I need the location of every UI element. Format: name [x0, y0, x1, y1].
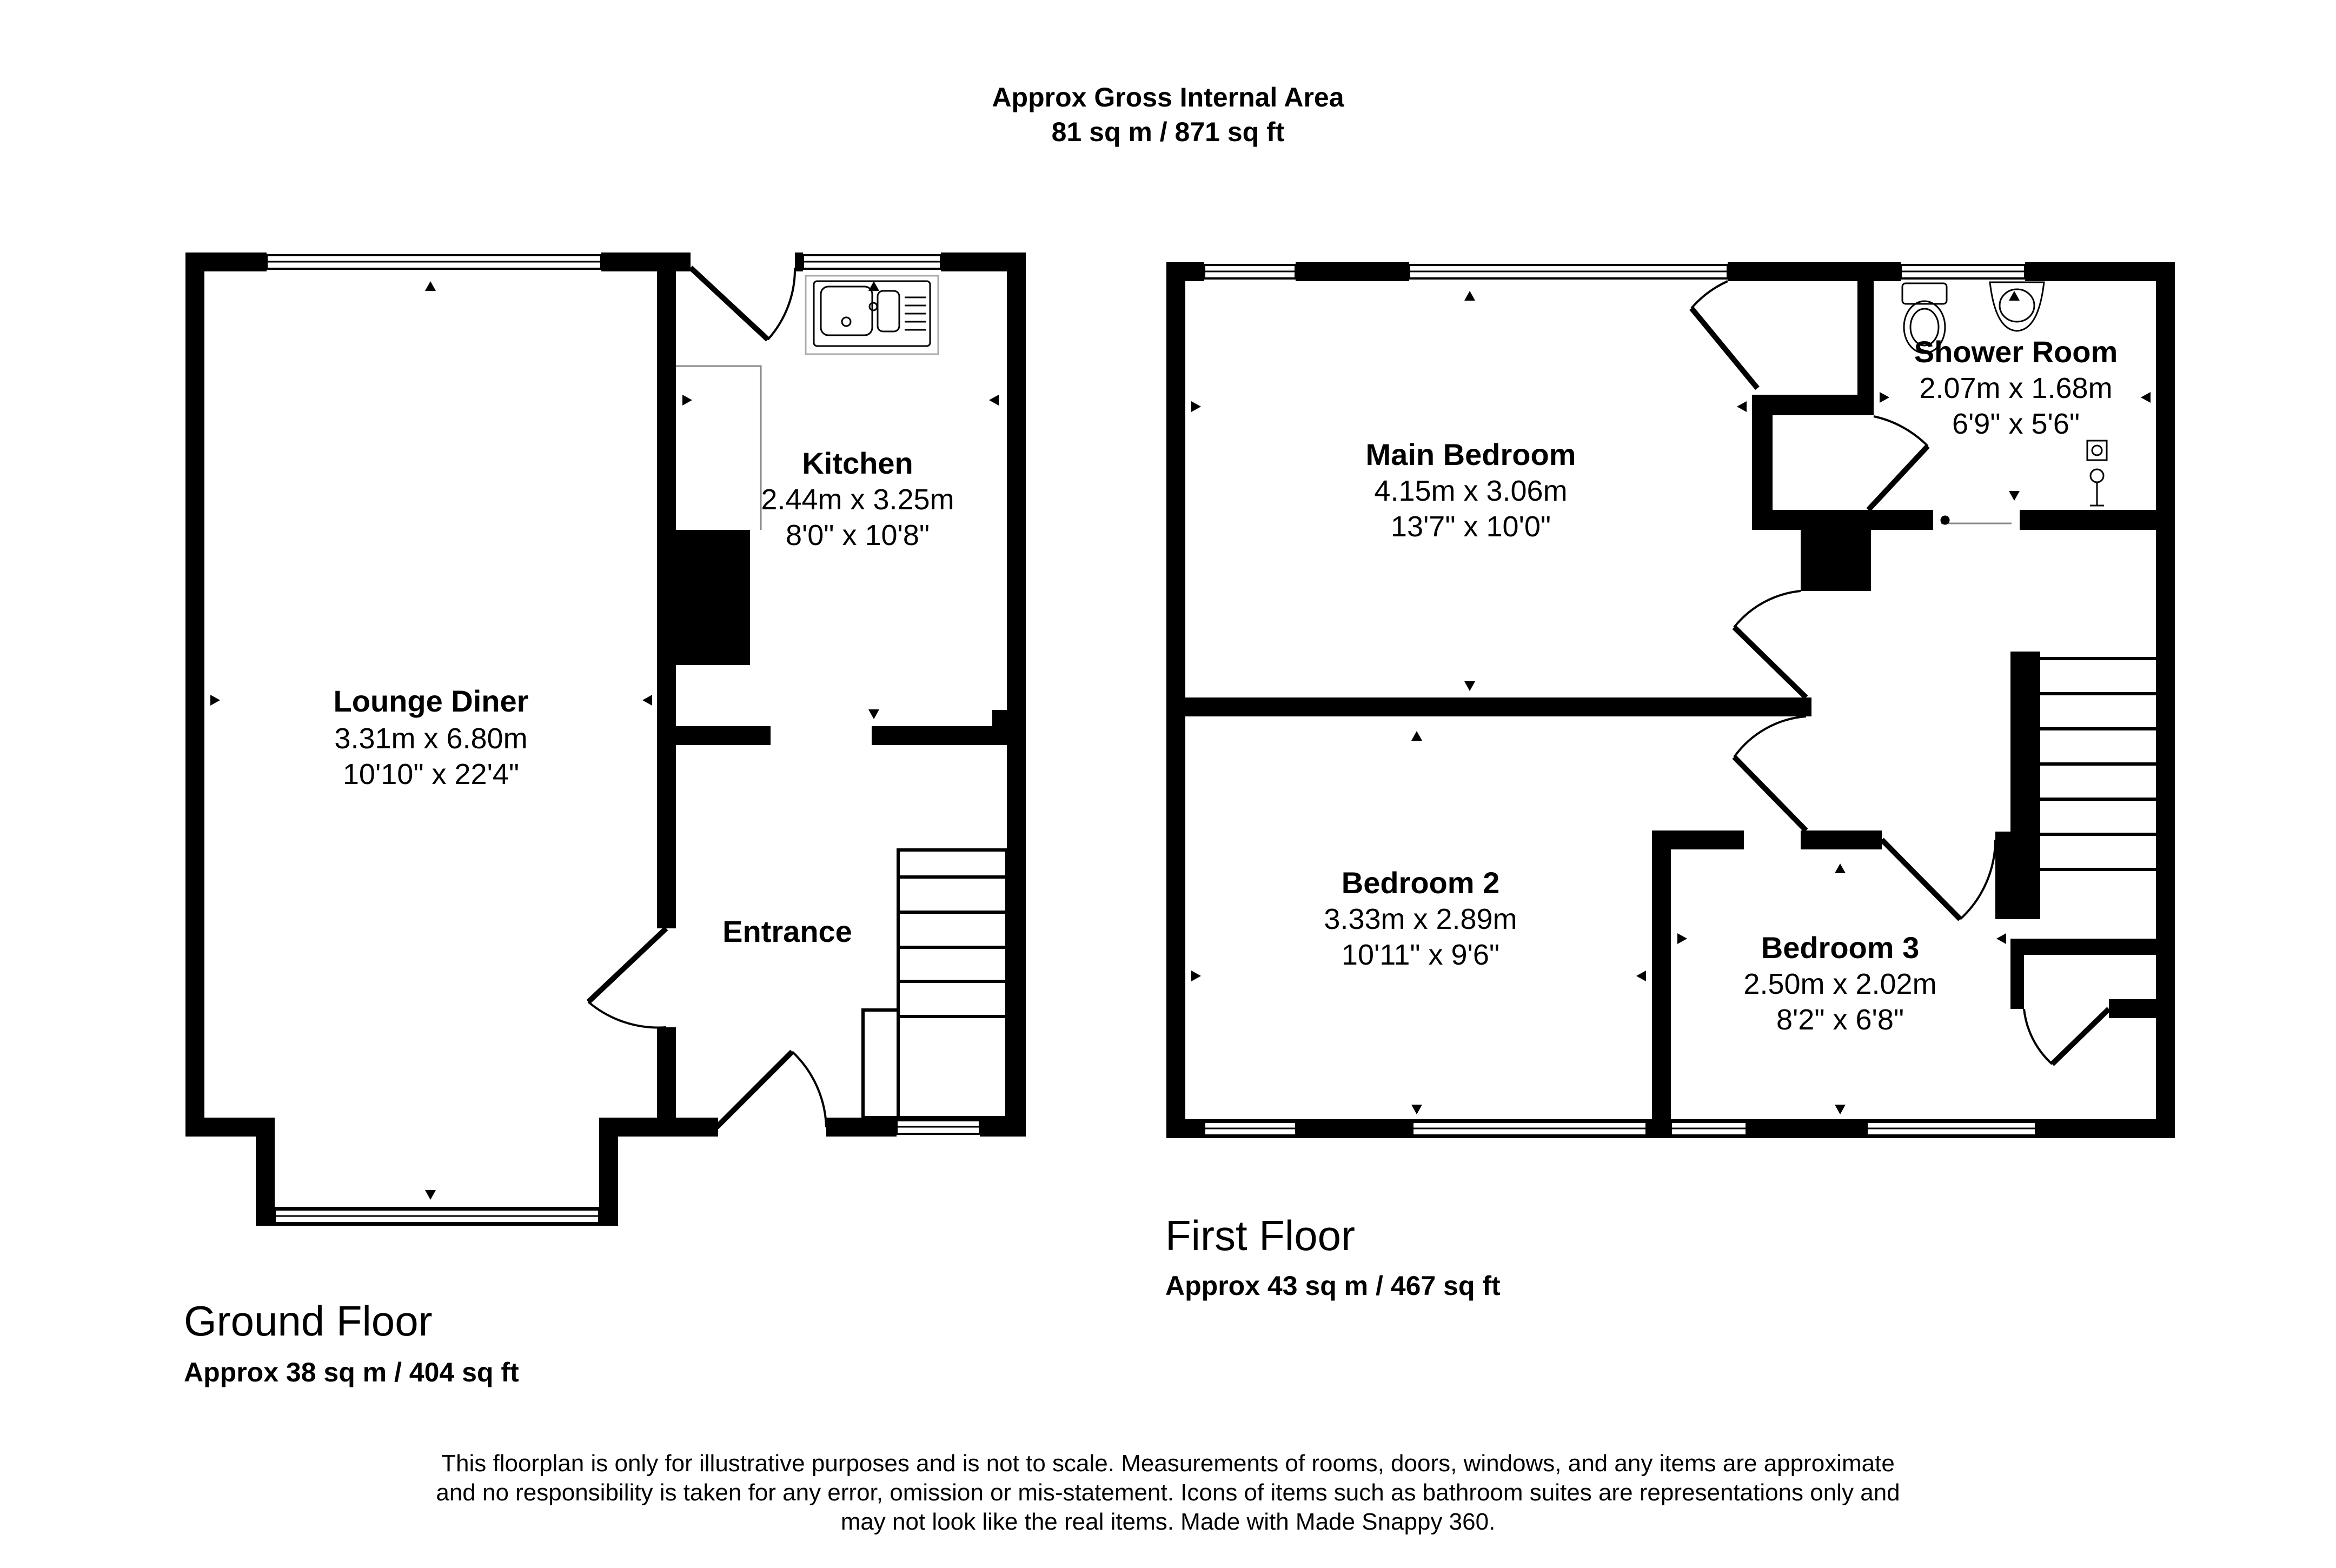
- disclaimer-line-1: This floorplan is only for illustrative …: [441, 1450, 1895, 1477]
- room-imperial-lounge-diner: 10'10" x 22'4": [343, 758, 519, 790]
- room-metric-kitchen: 2.44m x 3.25m: [761, 483, 954, 516]
- room-metric-shower-room: 2.07m x 1.68m: [1919, 372, 2112, 404]
- room-metric-lounge-diner: 3.31m x 6.80m: [334, 722, 527, 755]
- room-metric-bedroom-2: 3.33m x 2.89m: [1324, 903, 1517, 935]
- ground-floor-area: Approx 38 sq m / 404 sq ft: [184, 1357, 519, 1387]
- first-floor-title: First Floor: [1165, 1212, 1355, 1259]
- room-metric-bedroom-3: 2.50m x 2.02m: [1743, 968, 1936, 1000]
- room-imperial-kitchen: 8'0" x 10'8": [786, 519, 930, 552]
- ground-floor-title: Ground Floor: [184, 1297, 433, 1345]
- room-name-bedroom-3: Bedroom 3: [1761, 931, 1920, 965]
- room-name-main-bedroom: Main Bedroom: [1366, 437, 1576, 471]
- room-name-bedroom-2: Bedroom 2: [1342, 866, 1500, 900]
- room-imperial-bedroom-2: 10'11" x 9'6": [1342, 939, 1499, 971]
- disclaimer-line-2: and no responsibility is taken for any e…: [436, 1479, 1900, 1506]
- gross-area-title: Approx Gross Internal Area: [992, 82, 1344, 112]
- room-imperial-shower-room: 6'9" x 5'6": [1952, 408, 2080, 440]
- first-floor-area: Approx 43 sq m / 467 sq ft: [1165, 1271, 1501, 1301]
- room-metric-main-bedroom: 4.15m x 3.06m: [1374, 475, 1567, 507]
- room-name-kitchen: Kitchen: [802, 446, 913, 480]
- room-imperial-main-bedroom: 13'7" x 10'0": [1391, 510, 1551, 543]
- room-imperial-bedroom-3: 8'2" x 6'8": [1776, 1004, 1904, 1036]
- disclaimer-line-3: may not look like the real items. Made w…: [840, 1509, 1496, 1535]
- ground-floor-plan: [185, 253, 1026, 1226]
- room-name-entrance: Entrance: [722, 914, 852, 948]
- room-name-shower-room: Shower Room: [1914, 335, 2118, 369]
- first-floor-plan: [1166, 262, 2175, 1138]
- room-name-lounge-diner: Lounge Diner: [334, 684, 529, 718]
- gross-area-value: 81 sq m / 871 sq ft: [1051, 117, 1285, 147]
